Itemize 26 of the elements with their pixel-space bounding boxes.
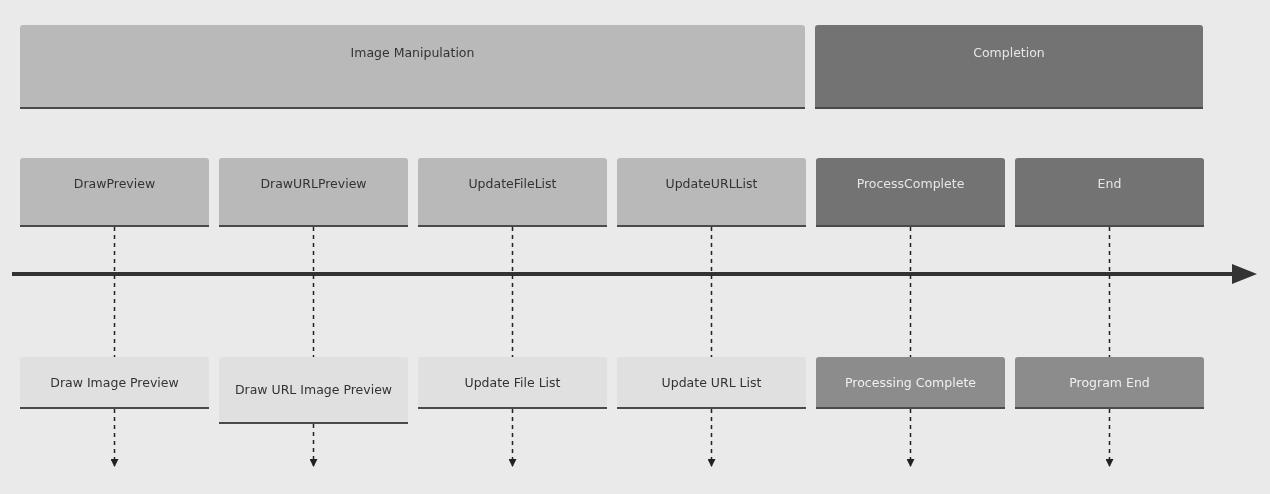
dashed-arrow xyxy=(508,408,517,467)
dashed-arrow xyxy=(309,423,318,467)
dashed-arrow xyxy=(110,408,119,467)
function-box: ProcessComplete xyxy=(816,158,1005,227)
phase-band: Image Manipulation xyxy=(20,25,805,109)
dashed-arrow xyxy=(906,408,915,467)
dashed-connector xyxy=(312,226,315,358)
phase-band: Completion xyxy=(815,25,1203,109)
dashed-arrow xyxy=(1105,408,1114,467)
function-box: UpdateURLList xyxy=(617,158,806,227)
dashed-connector xyxy=(113,226,116,358)
description-box: Update URL List xyxy=(617,357,806,409)
description-box: Draw URL Image Preview xyxy=(219,357,408,424)
dashed-arrow xyxy=(707,408,716,467)
function-box: DrawPreview xyxy=(20,158,209,227)
description-box: Update File List xyxy=(418,357,607,409)
function-box: DrawURLPreview xyxy=(219,158,408,227)
dashed-connector xyxy=(909,226,912,358)
description-box: Processing Complete xyxy=(816,357,1005,409)
function-box: End xyxy=(1015,158,1204,227)
dashed-connector xyxy=(511,226,514,358)
dashed-connector xyxy=(1108,226,1111,358)
description-box: Program End xyxy=(1015,357,1204,409)
description-box: Draw Image Preview xyxy=(20,357,209,409)
function-box: UpdateFileList xyxy=(418,158,607,227)
dashed-connector xyxy=(710,226,713,358)
